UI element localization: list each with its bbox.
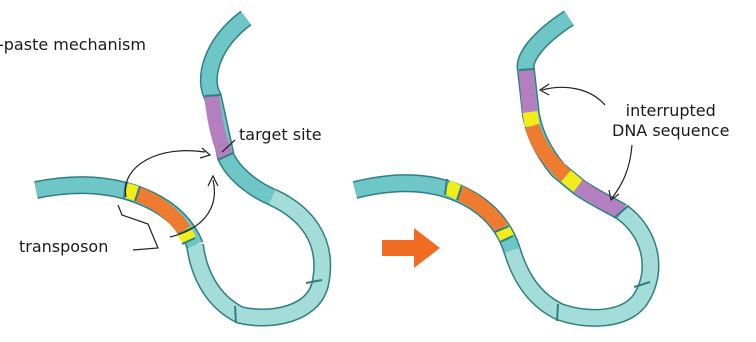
dna-before [36, 18, 322, 323]
repeat-left [126, 190, 138, 194]
diagram-title: -paste mechanism [0, 35, 146, 55]
repeat-after-a [447, 187, 460, 193]
transposon-copy-left [460, 193, 502, 228]
interrupted-label-line2: DNA sequence [612, 121, 729, 141]
inserted-transposon [532, 126, 566, 176]
interrupted-label-line1: interrupted [612, 101, 729, 121]
transposon-label: transposon [19, 237, 108, 257]
repeat-lower [566, 176, 578, 186]
interrupted-sequence-label: interrupted DNA sequence [612, 101, 729, 141]
target-upper-half [526, 70, 530, 112]
repeat-upper [530, 112, 532, 126]
transposon-segment [138, 194, 184, 230]
target-site-label: target site [239, 125, 322, 145]
dna-after [355, 18, 650, 321]
transition-arrow [382, 228, 440, 268]
